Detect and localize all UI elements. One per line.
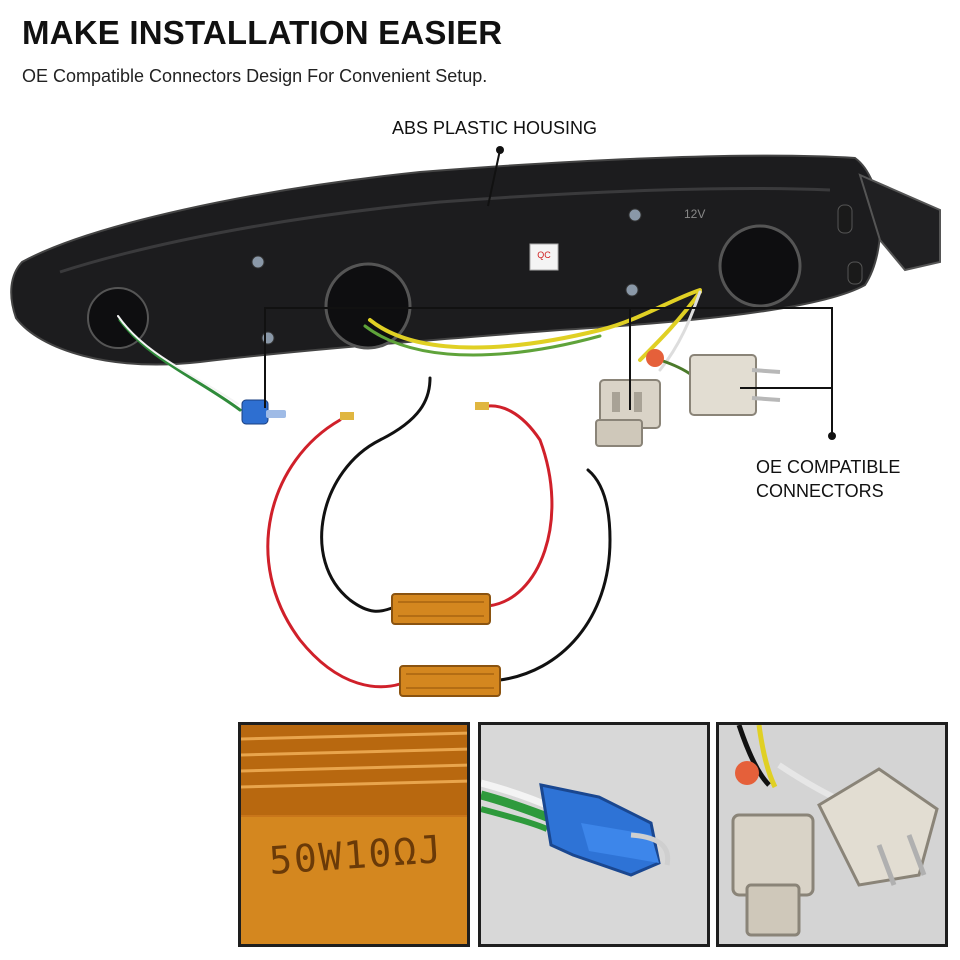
blue-bulb-icon [539, 783, 661, 877]
oe-connector-right [689, 354, 781, 416]
connector-closeup-left [731, 813, 815, 937]
callout-connectors-label: OE COMPATIBLE CONNECTORS [756, 455, 900, 503]
wiring-harness [117, 288, 712, 412]
screw [251, 255, 265, 269]
page-subtitle: OE Compatible Connectors Design For Conv… [22, 66, 488, 86]
callout-connectors-line2: CONNECTORS [756, 481, 884, 501]
screw [628, 208, 642, 222]
bulb-closeup-illustration [481, 779, 671, 877]
resistor-closeup-panel: 50W10ΩJ [238, 722, 470, 947]
bulb-socket-middle [324, 262, 412, 350]
oe-connector-left [595, 379, 661, 447]
bulb-closeup-panel [478, 722, 710, 947]
resistor-closeup-illustration [241, 725, 467, 944]
qc-sticker [529, 243, 559, 271]
load-resistor-top [391, 593, 491, 625]
callout-connectors-line1: OE COMPATIBLE [756, 457, 901, 477]
voltage-label: 12V [684, 207, 705, 221]
bulb-base-icon [241, 399, 286, 425]
screw [261, 331, 275, 345]
page-title: MAKE INSTALLATION EASIER [22, 14, 503, 51]
connector-closeup-illustration [731, 725, 939, 937]
screw [625, 283, 639, 297]
load-resistor-wires [266, 376, 612, 689]
connector-closeup-panel [716, 722, 948, 947]
tail-light-housing: QC 12V [10, 154, 941, 366]
callout-housing-label: ABS PLASTIC HOUSING [392, 118, 598, 138]
connector-closeup-right [817, 767, 939, 887]
qc-label: QC [537, 250, 551, 260]
callout-leaders [264, 146, 836, 440]
bulb-socket-right [718, 224, 802, 308]
load-resistor-bottom [399, 665, 501, 697]
product-illustration: QC 12V [10, 146, 941, 697]
wire-clip [646, 349, 664, 367]
